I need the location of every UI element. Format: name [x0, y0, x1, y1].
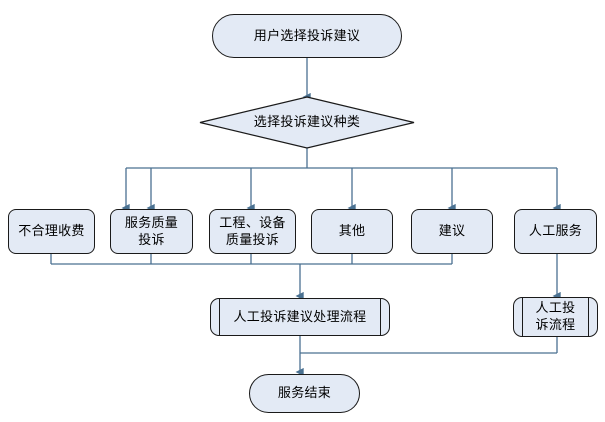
node-process-main-label: 人工投诉建议处理流程: [233, 309, 367, 325]
node-decision-label: 选择投诉建议种类: [253, 115, 361, 130]
node-category-6-label: 人工服务: [528, 224, 583, 239]
diamond-shape: [199, 96, 415, 149]
node-process-main[interactable]: 人工投诉建议处理流程: [210, 298, 390, 336]
node-category-4[interactable]: 其他: [311, 209, 393, 254]
node-category-1-label: 不合理收费: [18, 224, 85, 239]
node-process-manual[interactable]: 人工投 诉流程: [513, 297, 598, 337]
predefined-bar-left: [522, 297, 523, 337]
node-category-2-label: 服务质量 投诉: [124, 215, 179, 248]
node-category-4-label: 其他: [338, 224, 366, 239]
node-category-2[interactable]: 服务质量 投诉: [110, 209, 193, 254]
node-category-5-label: 建议: [438, 224, 466, 239]
node-category-6[interactable]: 人工服务: [514, 209, 597, 254]
node-category-1[interactable]: 不合理收费: [8, 209, 95, 254]
node-decision[interactable]: 选择投诉建议种类: [199, 96, 415, 149]
node-category-3-label: 工程、设备 质量投诉: [219, 215, 286, 248]
node-category-3[interactable]: 工程、设备 质量投诉: [209, 209, 296, 254]
node-category-5[interactable]: 建议: [411, 209, 493, 254]
predefined-bar-left: [219, 298, 220, 336]
node-process-manual-label: 人工投 诉流程: [535, 301, 576, 333]
predefined-bar-right: [588, 297, 589, 337]
node-end[interactable]: 服务结束: [249, 374, 360, 413]
node-start-label: 用户选择投诉建议: [253, 28, 361, 44]
node-end-label: 服务结束: [277, 386, 332, 401]
predefined-bar-right: [380, 298, 381, 336]
node-start[interactable]: 用户选择投诉建议: [212, 14, 402, 58]
